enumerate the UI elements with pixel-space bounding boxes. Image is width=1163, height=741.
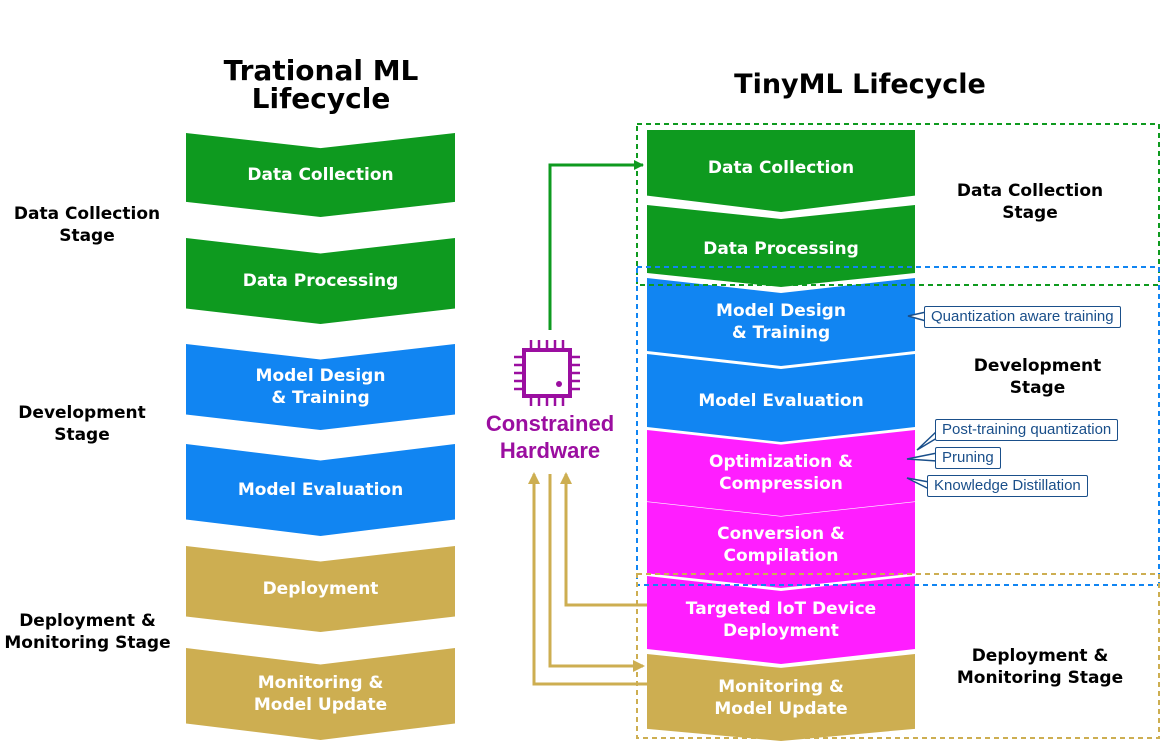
callout-post-training-quantization: Post-training quantization — [935, 419, 1119, 441]
right-stage-data-collection: Data Collection Stage — [956, 181, 1104, 223]
callout-pointer-ptq — [916, 430, 938, 451]
right-step-data-processing: Data Processing — [647, 205, 915, 287]
left-stage-data-collection: Data Collection Stage — [13, 204, 161, 246]
left-stage-development: Development Stage — [18, 403, 146, 445]
callout-pointer-qat — [907, 311, 927, 322]
right-title: TinyML Lifecycle — [734, 69, 986, 100]
gold-arrow-monitoring-in — [548, 474, 645, 672]
callout-knowledge-distillation: Knowledge Distillation — [927, 475, 1088, 497]
left-step-monitoring: Monitoring & Model Update — [186, 648, 455, 740]
callout-pointer-pruning — [906, 452, 938, 462]
callout-quantization-aware-training: Quantization aware training — [924, 306, 1121, 328]
right-stage-development: Development Stage — [973, 356, 1102, 398]
right-step-data-collection: Data Collection — [647, 130, 915, 212]
callout-pointer-kd — [906, 477, 930, 490]
left-title: Trational ML Lifecycle — [223, 54, 419, 115]
data-collection-stage-box — [636, 123, 1160, 286]
development-stage-box — [636, 266, 1160, 586]
callout-pruning: Pruning — [935, 447, 1001, 469]
green-arrow — [548, 160, 644, 330]
left-stage-deployment: Deployment & Monitoring Stage — [4, 611, 171, 653]
gold-arrow-monitoring-up — [528, 472, 647, 686]
right-stage-deployment: Deployment & Monitoring Stage — [956, 646, 1124, 688]
deployment-stage-box — [636, 573, 1160, 739]
constrained-hardware-label: Constrained Hardware — [485, 411, 615, 463]
chip-icon — [514, 340, 580, 406]
right-step-monitoring: Monitoring & Model Update — [647, 654, 915, 741]
gold-arrow-deployment — [560, 472, 647, 607]
